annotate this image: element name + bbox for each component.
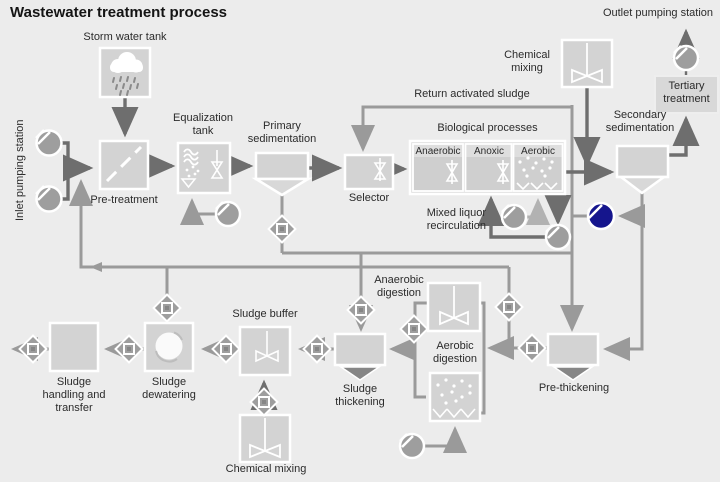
bubbles-icon [436, 378, 472, 405]
wave-icon [183, 153, 199, 161]
pipe-ras-to-selector [351, 105, 572, 152]
chemical-mixing-bottom-label: Chemical mixing [225, 463, 307, 475]
valve-icon [346, 295, 376, 325]
pre-thickening-tank [546, 332, 600, 367]
inlet-station-label: Inlet pumping station [14, 119, 26, 221]
valve-icon [249, 387, 279, 417]
bubbles-icon [185, 165, 200, 178]
rain-cloud-icon [110, 52, 143, 96]
pump-icon [544, 223, 572, 251]
mixer-icon [255, 331, 279, 363]
sludge-dewatering-label: Sludge dewatering [142, 376, 196, 401]
chemical-mixing-top-label: Chemical mixing [504, 49, 550, 74]
hopper-icon [180, 178, 197, 189]
pump-icon [35, 129, 63, 157]
wave-icon [183, 158, 199, 166]
pipe-clarifier-underflow [603, 192, 644, 361]
tertiary-treatment-label: Tertiary treatment [663, 80, 710, 105]
aerobic-header-strip [514, 145, 562, 157]
aerator-icon [210, 150, 224, 179]
screen-icon [105, 145, 143, 183]
sludge-buffer-tank [238, 325, 292, 377]
valve-icon [302, 334, 332, 364]
mixer-icon [373, 158, 387, 181]
page-title: Wastewater treatment process [10, 4, 228, 21]
valve-icon [494, 292, 524, 322]
valve-icon [18, 334, 48, 364]
bubbles-icon [518, 156, 554, 178]
mixer-icon [439, 286, 469, 326]
sludge-thickening-tank [333, 332, 387, 367]
return-flow-arrow [90, 262, 102, 272]
equalization-label: Equalization tank [173, 112, 233, 137]
secondary-clarifier-cone [617, 175, 668, 195]
valves [18, 214, 547, 417]
pump-icon [214, 200, 242, 228]
aerobic-digestion-label: Aerobic digestion [432, 340, 478, 365]
pipe-inlet-1 [61, 141, 94, 182]
selector-tank [343, 153, 395, 191]
storm-tank-label: Storm water tank [83, 31, 167, 43]
wave-icon [183, 148, 199, 156]
valve-icon [114, 334, 144, 364]
biological-processes-label: Biological processes [437, 122, 538, 134]
mixed-liquor-label: Mixed liquor recirculation [426, 207, 486, 232]
return-activated-sludge-label: Return activated sludge [414, 88, 530, 100]
pump-icon [35, 185, 63, 213]
anaerobic-header-strip [414, 145, 462, 157]
mixer-icon [571, 43, 603, 84]
valve-icon [152, 293, 182, 323]
pre-thickening-cone [551, 366, 595, 381]
anaerobic-zone-label: Anaerobic [415, 146, 461, 157]
pipe-digestion-pump [424, 426, 467, 453]
anoxic-header-strip [466, 145, 511, 157]
aerobic-zone-label: Aerobic [521, 146, 555, 157]
pre-treatment-label: Pre-treatment [90, 194, 158, 206]
centrifuge-icon [155, 331, 183, 363]
secondary-sedimentation-label: Secondary sedimentation [605, 109, 675, 134]
pump-icon [500, 203, 528, 231]
pipe-reject-return [69, 179, 509, 269]
tertiary-treatment-box [654, 75, 719, 114]
sludge-thickening-cone [338, 366, 382, 381]
primary-sedimentation-label: Primary sedimentation [247, 120, 317, 145]
pumps [35, 44, 700, 460]
tanks [48, 38, 719, 464]
anaerobic-digestion-label: Anaerobic digestion [374, 274, 424, 299]
pipe-equalization-pump [180, 198, 216, 225]
pipe-mlr [477, 195, 546, 239]
valve-icon [211, 334, 241, 364]
tank-icons [105, 43, 603, 459]
selector-label: Selector [348, 192, 390, 204]
outlet-station-label: Outlet pumping station [602, 7, 714, 19]
pipe-aeration [526, 198, 550, 225]
secondary-clarifier [615, 144, 670, 179]
pump-icon [672, 44, 700, 72]
ras-pump-icon [586, 201, 616, 231]
diffuser-icon [432, 408, 476, 419]
sludge-thickening-label: Sludge thickening [335, 383, 385, 408]
valve-icon [517, 333, 547, 363]
mixer-icon [249, 418, 281, 459]
diffuser-icon [516, 182, 558, 191]
valve-icon [399, 314, 429, 344]
mixer-icon [445, 160, 459, 184]
primary-clarifier [254, 151, 310, 181]
equalization-icons [180, 148, 224, 189]
pipe-to-tertiary [668, 115, 700, 157]
valve-icon [267, 214, 297, 244]
primary-clarifier-cone [251, 177, 313, 197]
pump-icon [398, 432, 426, 460]
mixer-icon [496, 160, 510, 184]
anoxic-zone-label: Anoxic [473, 146, 504, 157]
sludge-handling-box [48, 321, 100, 373]
sludge-handling-label: Sludge handling and transfer [42, 376, 106, 414]
pre-thickening-label: Pre-thickening [538, 382, 610, 394]
sludge-buffer-label: Sludge buffer [232, 308, 298, 320]
